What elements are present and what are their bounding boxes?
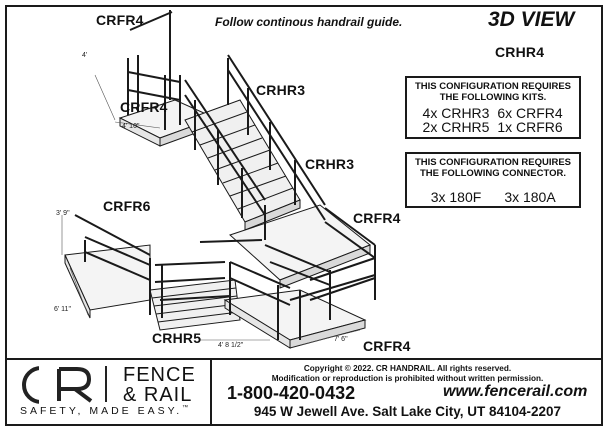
label-crhr3-upper: CRHR3	[256, 82, 306, 98]
label-crfr6: CRFR6	[103, 198, 151, 214]
label-crhr3-mid: CRHR3	[305, 156, 355, 172]
label-crhr5: CRHR5	[152, 330, 202, 346]
trademark-mark: ™	[182, 405, 189, 411]
upper-stair-flight	[184, 99, 301, 231]
address-text: 945 W Jewell Ave. Salt Lake City, UT 841…	[253, 404, 562, 419]
dim-6ft-11in: 6' 11"	[54, 306, 71, 313]
kit-item: 4x CRHR3	[422, 105, 490, 121]
kits-box: THIS CONFIGURATION REQUIRES THE FOLLOWIN…	[405, 76, 581, 139]
lower-stair-flight	[149, 279, 241, 331]
notice-text: Modification or reproduction is prohibit…	[271, 374, 544, 383]
kit-item: 2x CRHR5	[422, 119, 490, 135]
brand-line-1: FENCE	[123, 364, 196, 386]
label-crfr4-left: CRFR4	[120, 99, 168, 115]
kits-heading: THIS CONFIGURATION REQUIRES THE FOLLOWIN…	[414, 81, 572, 103]
kit-item: 6x CRFR4	[497, 105, 563, 121]
kit-item: 1x CRFR6	[497, 119, 563, 135]
cr-logo-icon	[22, 365, 93, 405]
label-crfr4-bottom: CRFR4	[363, 338, 411, 354]
view-title: 3D VIEW	[488, 8, 575, 31]
connector-item: 3x 180A	[504, 189, 556, 205]
connector-item: 3x 180F	[430, 189, 482, 205]
website-link[interactable]: www.fencerail.com	[443, 383, 588, 400]
dim-4ft-8-5in: 4' 8 1/2"	[218, 342, 244, 349]
logo-separator	[105, 366, 107, 402]
brand-line-2: & RAIL	[123, 384, 193, 406]
phone-number[interactable]: 1-800-420-0432	[227, 383, 356, 403]
view-label: CRHR4	[495, 44, 545, 60]
label-crfr4-right: CRFR4	[353, 210, 401, 226]
connector-heading: THIS CONFIGURATION REQUIRES THE FOLLOWIN…	[414, 157, 572, 179]
footer: FENCE & RAIL SAFETY, MADE EASY.™ Copyrig…	[5, 358, 603, 426]
dim-3ft-9in: 3' 9"	[56, 210, 70, 217]
dim-7ft-6in: 7' 6"	[334, 336, 348, 343]
label-crfr4-top: CRFR4	[96, 12, 144, 28]
guide-note: Follow continous handrail guide.	[215, 15, 403, 29]
connector-box: THIS CONFIGURATION REQUIRES THE FOLLOWIN…	[405, 152, 581, 208]
dim-4ft: 4'	[82, 52, 88, 59]
lower-landing	[64, 244, 151, 311]
tagline: SAFETY, MADE EASY.™	[20, 405, 189, 417]
dim-4ft-10in: 4' 10"	[122, 123, 140, 130]
footer-divider	[210, 360, 212, 426]
copyright-text: Copyright © 2022. CR HANDRAIL. All right…	[303, 364, 512, 373]
